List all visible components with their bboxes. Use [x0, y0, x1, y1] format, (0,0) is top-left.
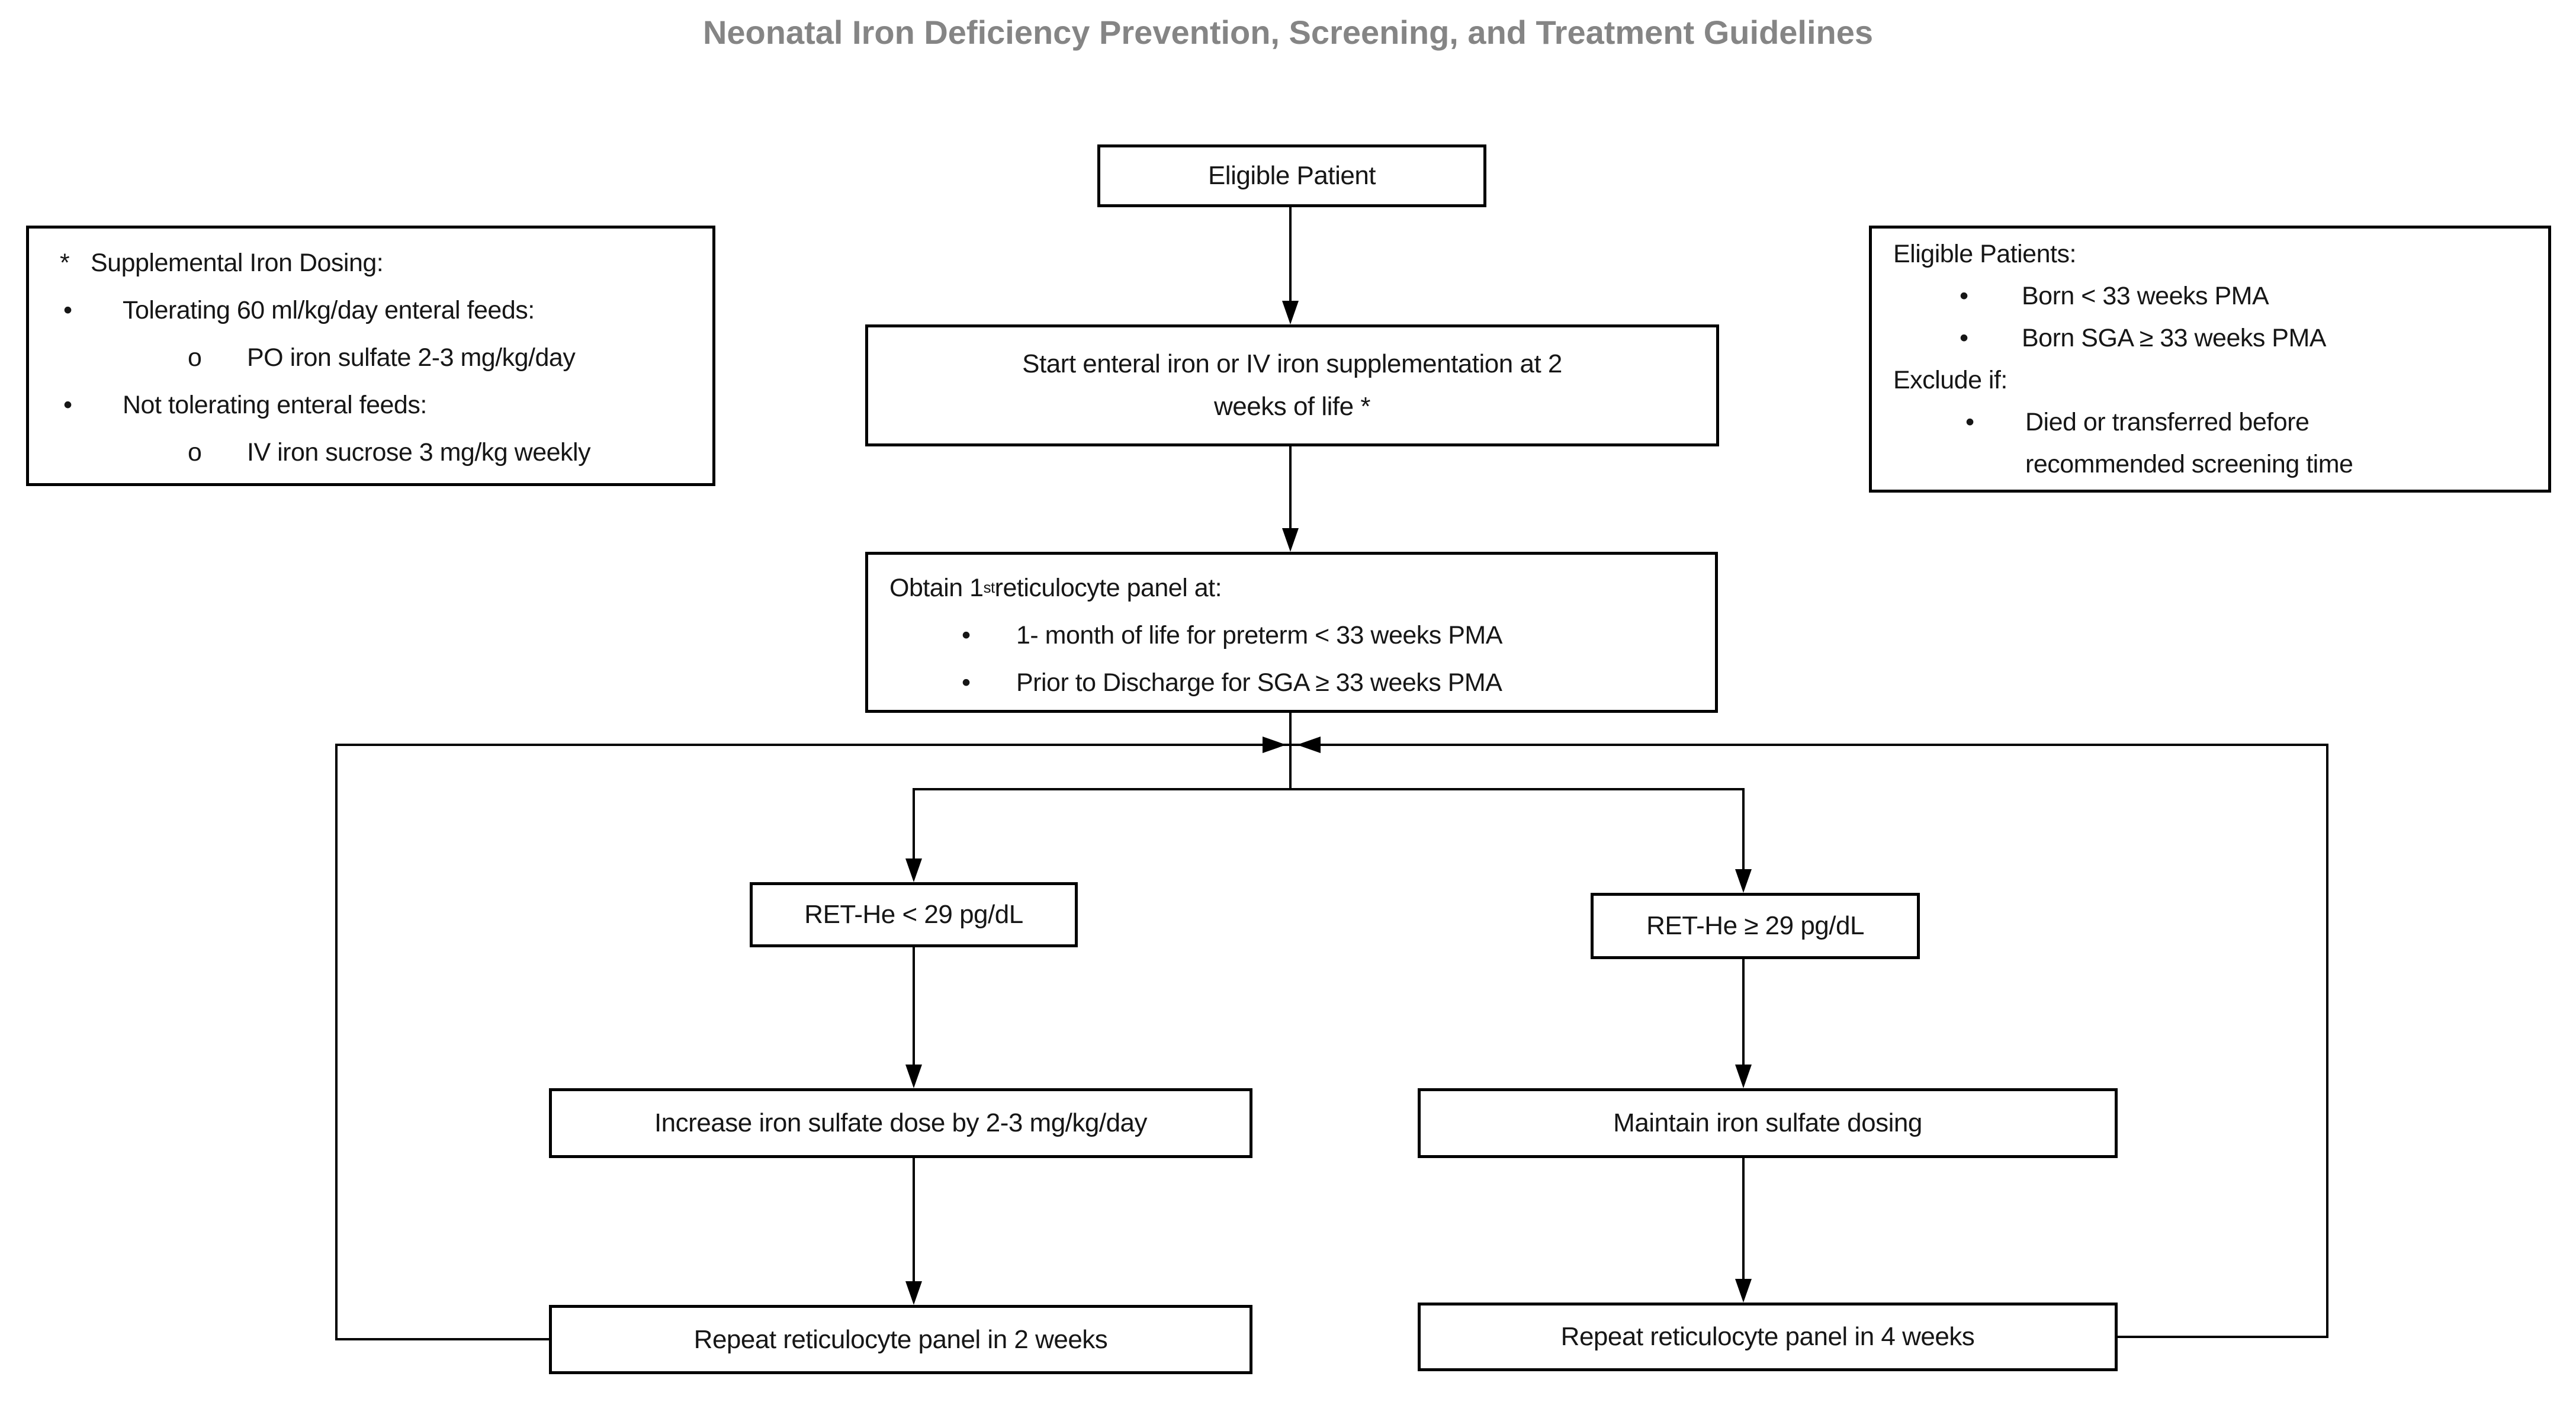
connector-ret-low-to-increase	[913, 947, 915, 1065]
supplemental-bullet-2: • Not tolerating enteral feeds:	[29, 381, 712, 429]
exclude-heading-row: Exclude if:	[1872, 359, 2548, 401]
legend-eligible-patients: Eligible Patients: • Born < 33 weeks PMA…	[1869, 226, 2551, 493]
obtain-bullet-1: • 1- month of life for preterm < 33 week…	[868, 612, 1715, 659]
ret-he-low-label: RET-He < 29 pg/dL	[804, 900, 1023, 930]
eligibility-bullet-1: • Born < 33 weeks PMA	[1872, 275, 2548, 317]
loopback-left-vertical	[335, 744, 338, 1340]
eligibility-bullet-2-text: Born SGA ≥ 33 weeks PMA	[2022, 324, 2327, 352]
bullet-icon: •	[1960, 282, 1968, 310]
increase-dose-label: Increase iron sulfate dose by 2-3 mg/kg/…	[654, 1108, 1148, 1138]
arrowhead-into-ret-low	[905, 858, 922, 882]
repeat-panel-4wk-label: Repeat reticulocyte panel in 4 weeks	[1560, 1322, 1975, 1352]
start-iron-line2: weeks of life *	[1214, 392, 1370, 421]
arrowhead-into-ret-high	[1735, 869, 1752, 893]
bullet-icon: •	[1960, 324, 1968, 352]
eligibility-heading: Eligible Patients:	[1893, 240, 2076, 268]
bullet-icon: •	[1965, 408, 1974, 436]
supplemental-subbullet-1-text: PO iron sulfate 2-3 mg/kg/day	[247, 343, 576, 372]
loopback-right-horizontal	[2118, 1336, 2328, 1338]
asterisk-icon: *	[60, 248, 70, 277]
bullet-icon: •	[962, 620, 971, 649]
eligible-patient-label: Eligible Patient	[1207, 161, 1376, 191]
obtain-bullet-2: • Prior to Discharge for SGA ≥ 33 weeks …	[868, 659, 1715, 706]
bullet-icon: •	[63, 295, 72, 324]
exclude-bullet-text-line1: Died or transferred before	[2025, 408, 2310, 436]
supplemental-bullet-1-text: Tolerating 60 ml/kg/day enteral feeds:	[123, 295, 535, 324]
arrowhead-into-start	[1282, 301, 1299, 324]
supplemental-heading: Supplemental Iron Dosing:	[91, 248, 384, 277]
arrowhead-loopback-from-right	[1297, 737, 1321, 753]
start-iron-line1: Start enteral iron or IV iron supplement…	[1022, 349, 1562, 378]
connector-increase-to-repeat2	[913, 1158, 915, 1281]
repeat-panel-2wk-label: Repeat reticulocyte panel in 2 weeks	[693, 1324, 1108, 1354]
connector-start-to-obtain	[1289, 446, 1292, 528]
page-title: Neonatal Iron Deficiency Prevention, Scr…	[702, 14, 1874, 51]
supplemental-subbullet-2: o IV iron sucrose 3 mg/kg weekly	[29, 429, 712, 476]
obtain-heading-suffix: reticulocyte panel at:	[994, 573, 1222, 602]
flow-box-ret-he-low: RET-He < 29 pg/dL	[750, 882, 1078, 947]
flow-box-increase-dose: Increase iron sulfate dose by 2-3 mg/kg/…	[549, 1088, 1252, 1158]
obtain-bullet-1-text: 1- month of life for preterm < 33 weeks …	[1016, 620, 1502, 649]
bullet-icon: •	[63, 390, 72, 419]
supplemental-heading-row: * Supplemental Iron Dosing:	[29, 239, 712, 287]
arrowhead-into-increase	[905, 1065, 922, 1088]
eligibility-bullet-1-text: Born < 33 weeks PMA	[2022, 282, 2269, 310]
flow-box-maintain-dose: Maintain iron sulfate dosing	[1418, 1088, 2118, 1158]
flow-box-start-iron: Start enteral iron or IV iron supplement…	[865, 324, 1719, 446]
connector-branch-to-ret-high	[1742, 788, 1745, 869]
connector-branch-to-ret-low	[913, 788, 915, 858]
loopback-left-horizontal	[335, 1338, 549, 1340]
obtain-heading-prefix: Obtain 1	[889, 573, 984, 602]
loopback-horizontal-line	[336, 744, 2328, 746]
supplemental-bullet-1: • Tolerating 60 ml/kg/day enteral feeds:	[29, 287, 712, 334]
connector-eligible-to-start	[1289, 207, 1292, 301]
flow-box-ret-he-high: RET-He ≥ 29 pg/dL	[1591, 893, 1920, 959]
loopback-right-vertical	[2326, 744, 2328, 1338]
connector-obtain-to-branch	[1289, 713, 1292, 790]
arrowhead-loopback-from-left	[1263, 737, 1286, 753]
exclude-bullet-row: • Died or transferred before	[1872, 401, 2548, 443]
eligibility-heading-row: Eligible Patients:	[1872, 233, 2548, 275]
arrowhead-into-repeat4	[1735, 1279, 1752, 1303]
branch-horizontal-line	[913, 788, 1745, 790]
exclude-heading: Exclude if:	[1893, 366, 2008, 394]
supplemental-bullet-2-text: Not tolerating enteral feeds:	[123, 390, 427, 419]
eligibility-bullet-2: • Born SGA ≥ 33 weeks PMA	[1872, 317, 2548, 359]
obtain-bullet-2-text: Prior to Discharge for SGA ≥ 33 weeks PM…	[1016, 668, 1502, 697]
arrowhead-into-maintain	[1735, 1065, 1752, 1088]
arrowhead-into-repeat2	[905, 1281, 922, 1305]
flow-box-eligible-patient: Eligible Patient	[1097, 144, 1486, 207]
ret-he-high-label: RET-He ≥ 29 pg/dL	[1646, 911, 1864, 941]
bullet-icon: •	[962, 668, 971, 697]
supplemental-subbullet-2-text: IV iron sucrose 3 mg/kg weekly	[247, 438, 591, 467]
arrowhead-into-obtain	[1282, 528, 1299, 552]
circle-bullet-icon: o	[188, 438, 202, 467]
exclude-bullet-text-line2: recommended screening time	[2025, 450, 2353, 478]
maintain-dose-label: Maintain iron sulfate dosing	[1613, 1108, 1922, 1138]
supplemental-subbullet-1: o PO iron sulfate 2-3 mg/kg/day	[29, 334, 712, 381]
flow-box-repeat-panel-2wk: Repeat reticulocyte panel in 2 weeks	[549, 1305, 1252, 1374]
flow-box-repeat-panel-4wk: Repeat reticulocyte panel in 4 weeks	[1418, 1303, 2118, 1371]
exclude-bullet-wrap-row: recommended screening time	[1872, 443, 2548, 485]
circle-bullet-icon: o	[188, 343, 202, 372]
legend-supplemental-iron-dosing: * Supplemental Iron Dosing: • Tolerating…	[26, 226, 715, 486]
connector-ret-high-to-maintain	[1742, 959, 1745, 1065]
connector-maintain-to-repeat4	[1742, 1158, 1745, 1279]
